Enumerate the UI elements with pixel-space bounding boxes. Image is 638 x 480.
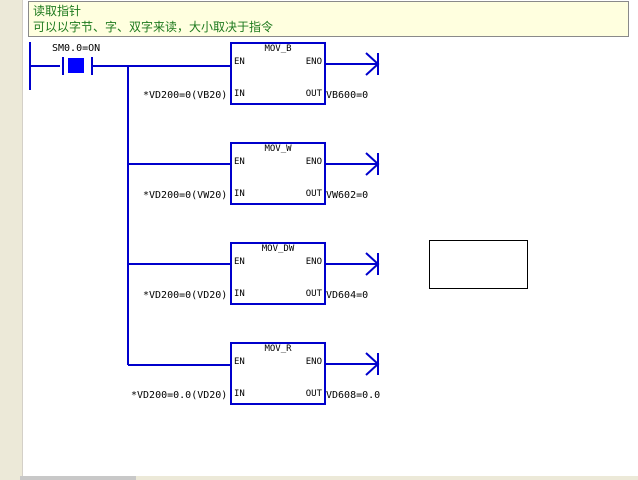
eno-output-3 <box>324 252 380 276</box>
out-operand[interactable]: VW602=0 <box>326 190 369 201</box>
en-pin: EN <box>234 157 245 167</box>
block-title: MOV_B <box>264 44 292 54</box>
eno-pin: ENO <box>305 157 322 167</box>
in-pin: IN <box>234 189 245 199</box>
out-pin: OUT <box>305 189 322 199</box>
in-operand[interactable]: *VD200=0(VD20) <box>143 290 228 301</box>
eno-pin: ENO <box>305 357 322 367</box>
mov-b-block[interactable]: MOV_B EN ENO IN OUT <box>230 42 326 105</box>
mov-r-block[interactable]: MOV_R EN ENO IN OUT <box>230 342 326 405</box>
horizontal-scrollbar[interactable] <box>0 476 638 480</box>
contact-address: SM0.0=ON <box>52 43 101 54</box>
comment-body: 可以以字节、字、双字来读，大小取决于指令 <box>33 20 274 34</box>
in-pin: IN <box>234 289 245 299</box>
in-operand[interactable]: *VD200=0(VB20) <box>143 90 228 101</box>
en-pin: EN <box>234 57 245 67</box>
contact-energized-fill[interactable] <box>68 58 84 73</box>
eno-output-1 <box>324 52 380 76</box>
block-title: MOV_R <box>264 344 292 354</box>
empty-box <box>429 240 528 289</box>
scrollbar-thumb[interactable] <box>20 476 136 480</box>
mov-dw-block[interactable]: MOV_DW EN ENO IN OUT <box>230 242 326 305</box>
in-operand[interactable]: *VD200=0(VW20) <box>143 190 228 201</box>
eno-output-2 <box>324 152 380 176</box>
out-pin: OUT <box>305 389 322 399</box>
in-operand[interactable]: *VD200=0.0(VD20) <box>131 390 228 401</box>
eno-pin: ENO <box>305 57 322 67</box>
out-operand[interactable]: VD608=0.0 <box>326 390 381 401</box>
en-pin: EN <box>234 257 245 267</box>
eno-output-4 <box>324 352 380 376</box>
comment-title: 读取指针 <box>33 4 82 18</box>
eno-pin: ENO <box>305 257 322 267</box>
network-comment[interactable]: 读取指针 可以以字节、字、双字来读，大小取决于指令 <box>28 1 629 37</box>
out-pin: OUT <box>305 289 322 299</box>
in-pin: IN <box>234 389 245 399</box>
block-title: MOV_W <box>264 144 292 154</box>
en-pin: EN <box>234 357 245 367</box>
out-pin: OUT <box>305 89 322 99</box>
mov-w-block[interactable]: MOV_W EN ENO IN OUT <box>230 142 326 205</box>
network-gutter <box>0 0 23 476</box>
in-pin: IN <box>234 89 245 99</box>
out-operand[interactable]: VB600=0 <box>326 90 369 101</box>
out-operand[interactable]: VD604=0 <box>326 290 369 301</box>
block-title: MOV_DW <box>261 244 295 254</box>
